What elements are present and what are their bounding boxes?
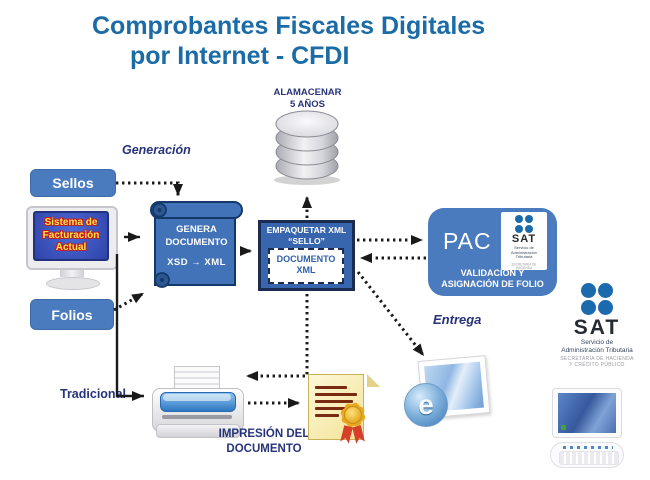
arrow-empaquetar-to-impresion [246, 294, 309, 381]
arrow-sellos-to-genera [116, 181, 183, 196]
sistema-line1: Sistema de [44, 217, 98, 228]
scroll-shape [150, 201, 243, 288]
empaquetar-box: EMPAQUETAR XML “SELLO” DOCUMENTO XML [258, 220, 355, 291]
sellos-label: Sellos [52, 175, 94, 191]
email-e-badge-icon: e [404, 383, 448, 427]
email-stamp-icon: e [404, 355, 491, 436]
crt-monitor-icon: Sistema de Facturación Actual [26, 206, 122, 294]
genera-documento-scroll: GENERA DOCUMENTO XSD → XML [147, 199, 246, 292]
sellos-box: Sellos [30, 169, 116, 197]
folios-label: Folios [51, 306, 93, 323]
arrow-folios-to-genera [113, 291, 145, 312]
folded-corner [367, 374, 380, 387]
sat-dots-icon [581, 283, 613, 315]
sat-dots-icon [515, 215, 533, 233]
gold-seal-icon [338, 400, 368, 430]
database-icon [272, 102, 342, 187]
genera-documento-text: GENERA DOCUMENTO XSD → XML [165, 224, 228, 268]
page-title-line1: Comprobantes Fiscales Digitales [92, 12, 486, 40]
page-title-line2: por Internet - CFDI [130, 41, 350, 70]
pac-box: PAC SAT Servicio de Administración Tribu… [428, 208, 557, 296]
printer-icon [150, 366, 246, 452]
almacenar-label: ALAMACENAR 5 AÑOS [273, 87, 342, 110]
sat-logo-large-icon: SAT Servicio de Administración Tributari… [552, 283, 642, 368]
monitor-screen: Sistema de Facturación Actual [33, 211, 109, 261]
sistema-line2: Facturación [42, 229, 100, 241]
keyboard-icon [550, 442, 624, 468]
page-title: Comprobantes Fiscales Digitales por Inte… [92, 12, 485, 71]
entrega-label: Entrega [433, 312, 482, 327]
arrow-empaquetar-to-entrega [356, 271, 426, 357]
empaquetar-title: EMPAQUETAR XML “SELLO” [266, 225, 347, 247]
sat-logo-icon: SAT Servicio de Administración Tributari… [501, 212, 547, 270]
stamped-document-icon [308, 374, 380, 450]
monitor-neck [60, 270, 84, 277]
generacion-label: Generación [122, 143, 191, 157]
pac-label: PAC [443, 228, 492, 254]
folios-box: Folios [30, 299, 114, 330]
sistema-line3: Actual [55, 242, 87, 253]
impresion-label: IMPRESIÓN DEL DOCUMENTO [218, 428, 310, 455]
desktop-monitor-icon [552, 388, 622, 438]
pac-subtitle: VALIDACIÓN Y ASIGNACIÓN DE FOLIO [441, 267, 544, 290]
tradicional-label: Tradicional [60, 387, 126, 401]
monitor-base [46, 277, 100, 290]
documento-xml-box: DOCUMENTO XML [268, 248, 344, 284]
